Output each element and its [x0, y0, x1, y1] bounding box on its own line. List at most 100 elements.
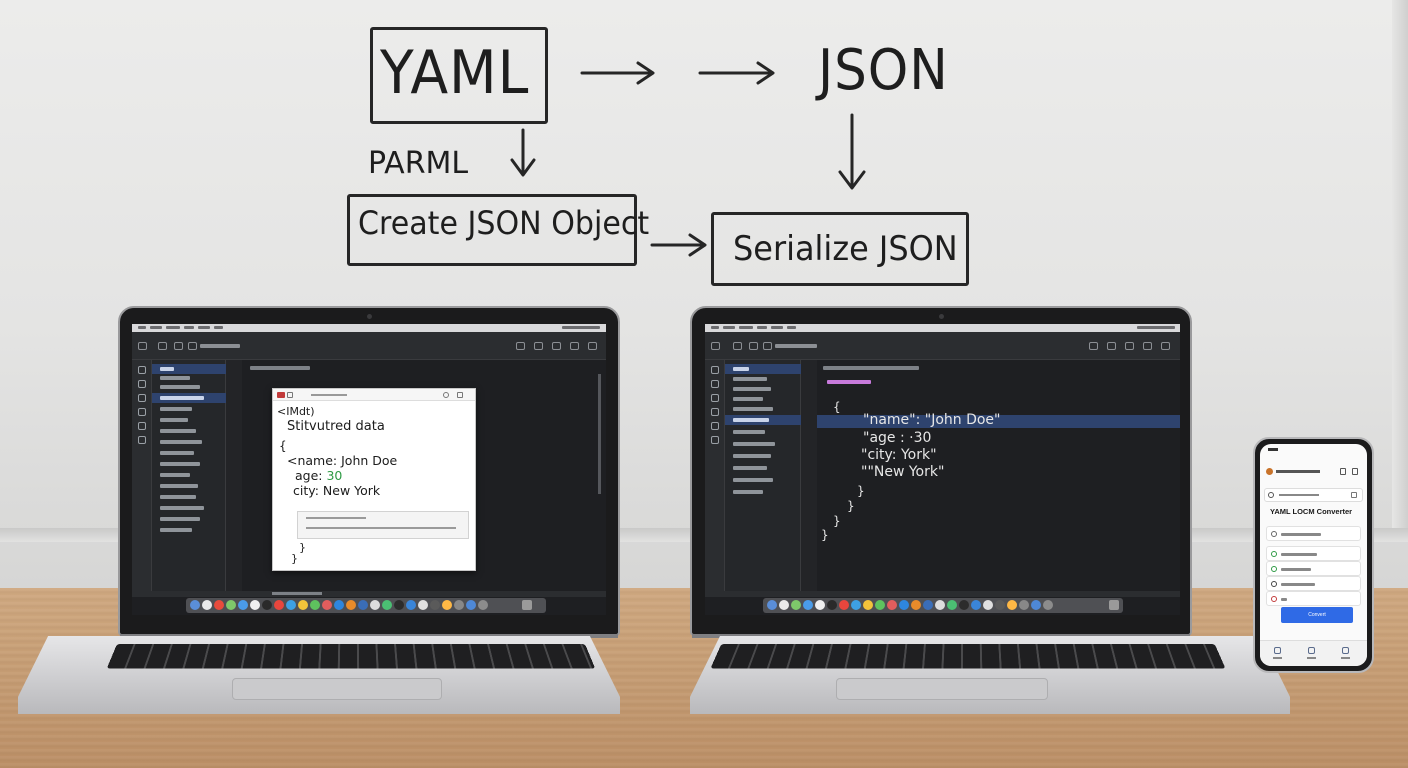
filter-icon[interactable]	[1351, 492, 1357, 498]
search-input[interactable]	[1264, 488, 1363, 502]
branch-icon[interactable]	[188, 342, 197, 350]
share-icon[interactable]	[1340, 468, 1346, 475]
branch-icon[interactable]	[763, 342, 772, 350]
close-icon[interactable]	[277, 392, 285, 398]
more-icon[interactable]	[1161, 342, 1170, 350]
file-item[interactable]	[160, 440, 202, 444]
age-number: 30	[326, 468, 343, 483]
debug-icon[interactable]	[1107, 342, 1116, 350]
forward-icon[interactable]	[174, 342, 183, 350]
structured-data-panel: <IMdt) Stitvutred data { <name: John Doe…	[272, 388, 476, 571]
forward-icon[interactable]	[749, 342, 758, 350]
home-icon[interactable]	[1274, 647, 1281, 654]
keyboard[interactable]	[710, 643, 1226, 669]
file-item[interactable]	[733, 367, 749, 371]
extensions-icon[interactable]	[711, 422, 719, 430]
file-icon	[287, 392, 293, 398]
menu-bar	[705, 324, 1180, 332]
file-item[interactable]	[160, 528, 192, 532]
more-icon[interactable]	[588, 342, 597, 350]
code-line: }	[821, 528, 829, 542]
selected-file[interactable]	[152, 364, 226, 374]
settings-icon[interactable]	[1342, 647, 1349, 654]
scrollbar[interactable]	[598, 374, 601, 494]
keyboard[interactable]	[106, 643, 596, 669]
list-item[interactable]	[1266, 546, 1361, 561]
file-item[interactable]	[733, 397, 763, 401]
file-item[interactable]	[160, 429, 196, 433]
file-item[interactable]	[160, 418, 188, 422]
settings-icon[interactable]	[1125, 342, 1134, 350]
file-item[interactable]	[160, 451, 194, 455]
file-item[interactable]	[733, 466, 767, 470]
account-icon[interactable]	[570, 342, 579, 350]
file-item[interactable]	[733, 454, 771, 458]
code-line: {	[279, 439, 287, 453]
arrow-down-icon	[510, 128, 536, 177]
debug-icon[interactable]	[711, 408, 719, 416]
file-item[interactable]	[160, 385, 200, 389]
extensions-icon[interactable]	[138, 422, 146, 430]
file-item[interactable]	[733, 377, 767, 381]
list-item[interactable]	[1266, 576, 1361, 591]
file-item[interactable]	[160, 484, 198, 488]
file-item[interactable]	[733, 430, 765, 434]
trackpad[interactable]	[232, 678, 442, 700]
smartphone: YAML LOCM Converter Convert	[1253, 437, 1374, 673]
run-icon[interactable]	[1089, 342, 1098, 350]
file-item[interactable]	[160, 396, 204, 400]
files-icon[interactable]	[138, 366, 146, 374]
expand-icon[interactable]	[457, 392, 463, 398]
file-item[interactable]	[733, 490, 763, 494]
activity-bar	[132, 360, 152, 591]
settings-icon[interactable]	[552, 342, 561, 350]
file-item[interactable]	[733, 387, 771, 391]
file-item[interactable]	[733, 418, 769, 422]
refresh-icon[interactable]	[443, 392, 449, 398]
code-line: "name": "John Doe"	[863, 412, 1001, 428]
file-item[interactable]	[160, 506, 204, 510]
file-item[interactable]	[160, 407, 192, 411]
git-icon[interactable]	[711, 394, 719, 402]
git-icon[interactable]	[138, 394, 146, 402]
list-item[interactable]	[1266, 526, 1361, 541]
age-value: age: 30	[295, 468, 343, 483]
code-line: Stitvutred data	[287, 419, 385, 434]
selected-file[interactable]	[725, 364, 801, 374]
file-item[interactable]	[733, 478, 773, 482]
list-item[interactable]	[1266, 561, 1361, 576]
convert-button[interactable]: Convert	[1281, 607, 1353, 623]
account-icon[interactable]	[711, 436, 719, 444]
files-icon[interactable]	[711, 366, 719, 374]
project-name	[775, 344, 817, 348]
list-item[interactable]	[1266, 591, 1361, 606]
file-item[interactable]	[160, 462, 200, 466]
file-item[interactable]	[160, 367, 174, 371]
camera	[939, 314, 944, 319]
file-item[interactable]	[160, 495, 196, 499]
output-box	[297, 511, 469, 539]
account-icon[interactable]	[1143, 342, 1152, 350]
file-item[interactable]	[733, 442, 775, 446]
code-editor[interactable]	[817, 360, 1180, 591]
arrow-right-icon	[650, 233, 707, 257]
convert-icon[interactable]	[1308, 647, 1315, 654]
run-icon[interactable]	[516, 342, 525, 350]
ide-toolbar	[705, 332, 1180, 360]
file-item[interactable]	[733, 407, 773, 411]
back-icon[interactable]	[158, 342, 167, 350]
debug-icon[interactable]	[138, 408, 146, 416]
json-label: JSON	[818, 38, 949, 103]
current-line-highlight	[817, 415, 1180, 428]
file-item[interactable]	[160, 473, 190, 477]
trackpad[interactable]	[836, 678, 1048, 700]
file-explorer	[725, 360, 801, 591]
debug-icon[interactable]	[534, 342, 543, 350]
file-item[interactable]	[160, 376, 190, 380]
menu-icon[interactable]	[1352, 468, 1358, 475]
back-icon[interactable]	[733, 342, 742, 350]
file-item[interactable]	[160, 517, 200, 521]
search-icon[interactable]	[138, 380, 146, 388]
search-icon[interactable]	[711, 380, 719, 388]
account-icon[interactable]	[138, 436, 146, 444]
